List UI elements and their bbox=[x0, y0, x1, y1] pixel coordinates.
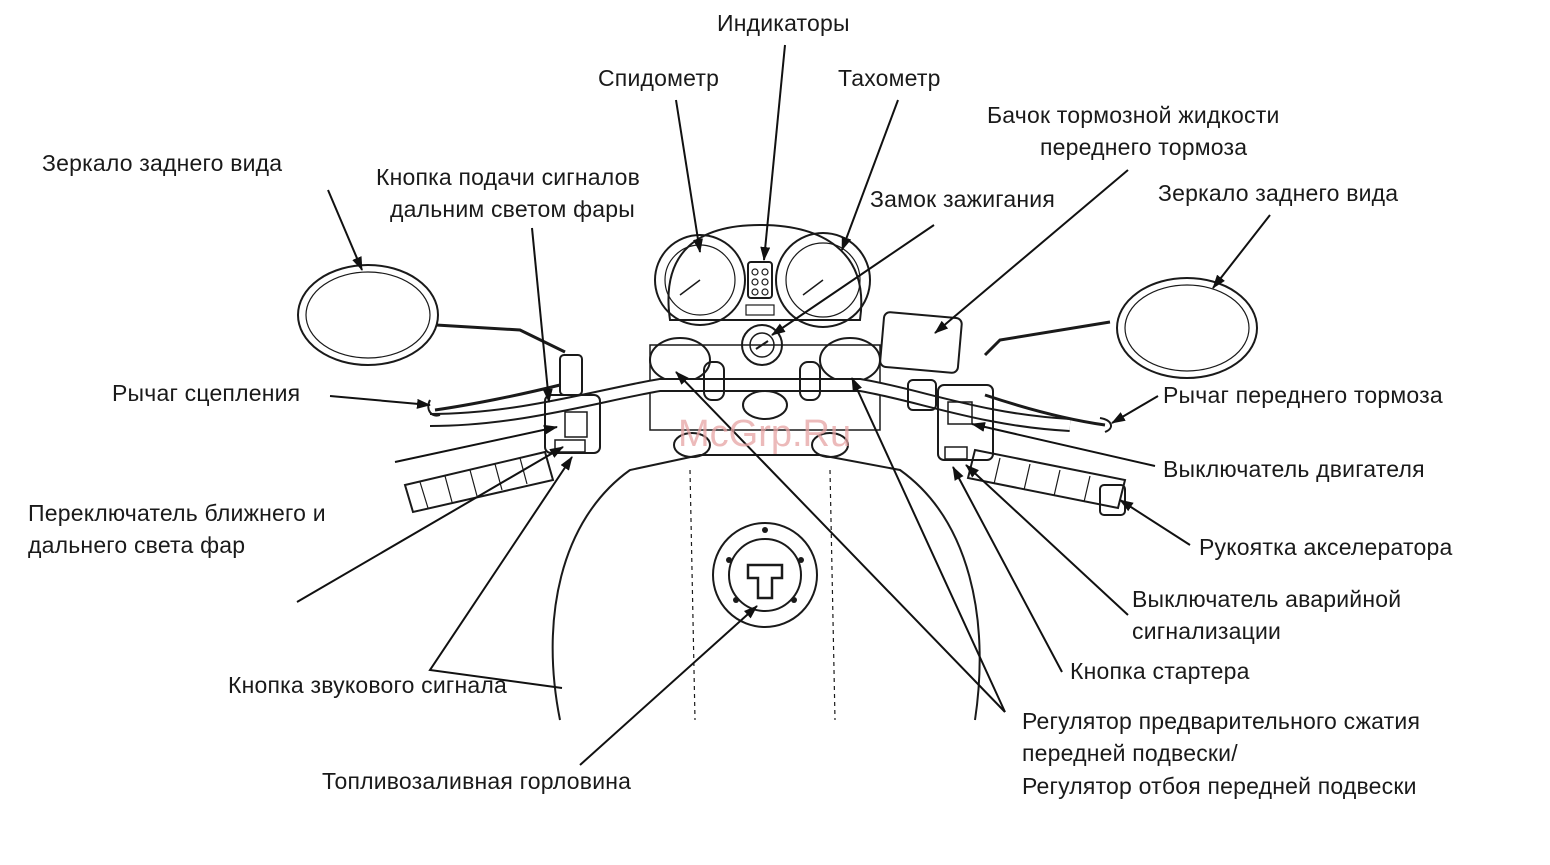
label-mirror-right: Зеркало заднего вида bbox=[1158, 180, 1399, 206]
label-mirror-left: Зеркало заднего вида bbox=[42, 150, 283, 176]
label-starter: Кнопка стартера bbox=[1070, 658, 1250, 684]
label-dimmer-2: дальнего света фар bbox=[28, 532, 246, 558]
label-hazard-2: сигнализации bbox=[1132, 618, 1282, 644]
right-switch-housing bbox=[937, 384, 994, 461]
leader-hazard bbox=[965, 464, 1129, 616]
leader-speedometer bbox=[675, 99, 703, 253]
watermark: McGrp.Ru bbox=[678, 413, 852, 455]
left-grip bbox=[403, 450, 555, 514]
leader-tachometer bbox=[841, 99, 899, 251]
leader-starter bbox=[952, 466, 1063, 673]
label-brake-fluid-2: переднего тормоза bbox=[1040, 134, 1248, 160]
leader-dimmer bbox=[394, 424, 558, 463]
leader-fuel-filler bbox=[579, 605, 758, 766]
leader-engine-stop bbox=[971, 422, 1156, 467]
label-clutch: Рычаг сцепления bbox=[112, 380, 301, 406]
leader-horn bbox=[428, 456, 573, 689]
label-speedometer: Спидометр bbox=[598, 65, 720, 91]
label-horn: Кнопка звукового сигнала bbox=[228, 672, 508, 698]
label-passing-2: дальним светом фары bbox=[390, 196, 635, 222]
leader-throttle bbox=[1119, 499, 1191, 546]
label-suspension-2: передней подвески/ bbox=[1022, 740, 1238, 766]
leader-passing bbox=[531, 227, 553, 403]
label-indicators: Индикаторы bbox=[717, 10, 850, 36]
label-suspension-3: Регулятор отбоя передней подвески bbox=[1022, 773, 1417, 799]
leader-indicators bbox=[760, 44, 786, 261]
label-fuel-filler: Топливозаливная горловина bbox=[322, 768, 632, 794]
leader-front-brake bbox=[1111, 395, 1159, 424]
label-ignition: Замок зажигания bbox=[870, 186, 1055, 212]
tachometer-dial bbox=[775, 232, 871, 328]
motorcycle-drawing bbox=[297, 223, 1258, 721]
leader-brake-reservoir bbox=[934, 169, 1129, 334]
label-front-brake: Рычаг переднего тормоза bbox=[1163, 382, 1443, 408]
ignition-switch bbox=[741, 324, 783, 366]
brake-reservoir bbox=[879, 311, 963, 374]
clutch-lever bbox=[434, 383, 561, 412]
leader-suspension-left bbox=[675, 371, 1006, 713]
speedometer-dial bbox=[654, 234, 746, 326]
indicator-panel bbox=[747, 261, 773, 299]
leader-dimmer-2 bbox=[296, 446, 564, 603]
label-brake-fluid-1: Бачок тормозной жидкости bbox=[987, 102, 1280, 128]
label-dimmer-1: Переключатель ближнего и bbox=[28, 500, 326, 526]
leader-mirror-right bbox=[1212, 214, 1271, 289]
leader-mirror-left bbox=[327, 189, 363, 271]
leader-lines bbox=[296, 44, 1271, 766]
label-suspension-1: Регулятор предварительного сжатия bbox=[1022, 708, 1421, 734]
front-brake-lever bbox=[984, 393, 1106, 427]
label-passing-1: Кнопка подачи сигналов bbox=[376, 164, 641, 190]
leader-ignition bbox=[771, 224, 935, 336]
fuel-cap-inner bbox=[728, 538, 802, 612]
fuel-cap-outer bbox=[712, 522, 818, 628]
label-engine-stop: Выключатель двигателя bbox=[1163, 456, 1425, 482]
label-tachometer: Тахометр bbox=[838, 65, 941, 91]
leader-suspension-right bbox=[851, 377, 1006, 713]
right-mirror bbox=[1116, 277, 1258, 379]
left-mirror bbox=[297, 264, 439, 366]
label-throttle: Рукоятка акселератора bbox=[1199, 534, 1453, 560]
leader-clutch bbox=[329, 395, 431, 409]
label-hazard-1: Выключатель аварийной bbox=[1132, 586, 1402, 612]
